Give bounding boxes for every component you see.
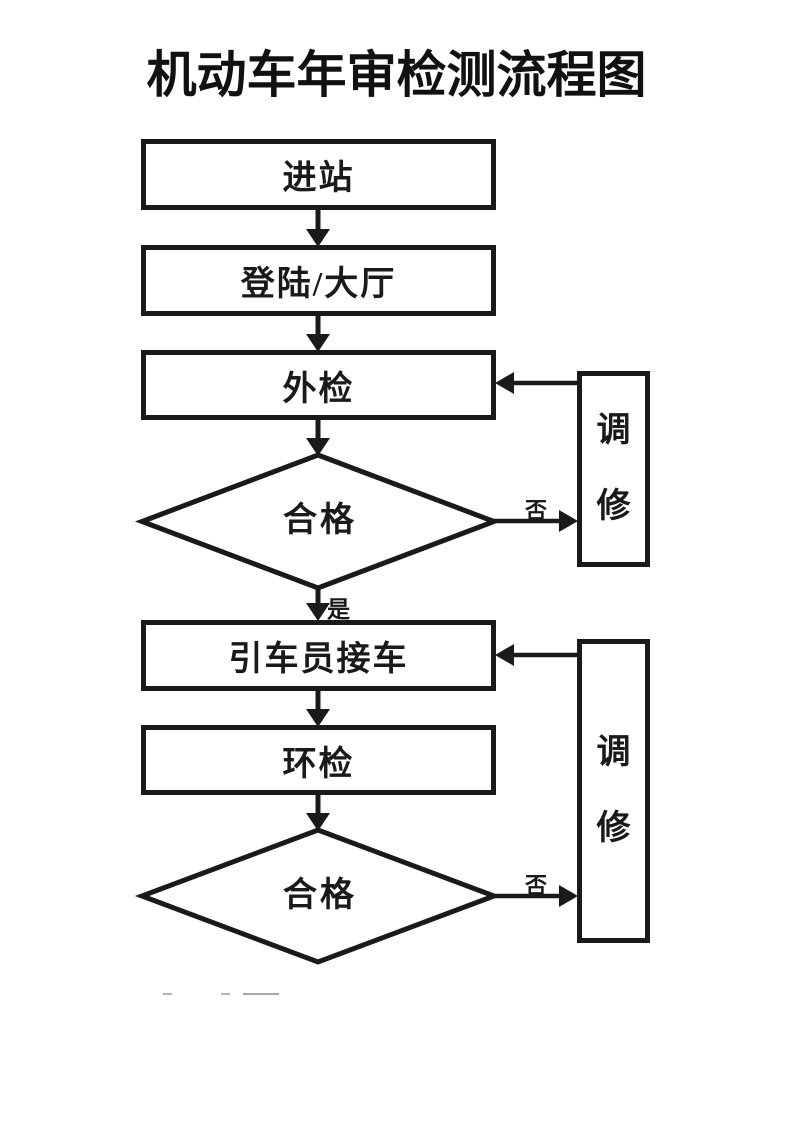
node-driver-pickup-label: 引车员接车 <box>228 641 409 678</box>
arrow-pass1-to-repair1 <box>491 510 578 532</box>
node-environmental-inspection-label: 环检 <box>282 745 355 783</box>
arrow-driver-to-env <box>306 689 330 727</box>
arrow-external-to-pass1 <box>306 418 330 456</box>
edge-label-yes: 是 <box>327 597 350 622</box>
arrow-pass2-to-repair2 <box>491 885 578 907</box>
node-repair-1-char-1: 调 <box>596 412 631 449</box>
arrow-repair2-to-driver <box>495 644 578 666</box>
node-enter-station: 进站 <box>141 139 496 210</box>
scan-artifact <box>243 993 279 995</box>
node-pass-check-1-label: 合格 <box>283 502 357 539</box>
decision-diamond-pass-check-2 <box>134 827 502 965</box>
node-pass-check-2-label: 合格 <box>283 877 357 914</box>
arrow-pass1-to-driver <box>306 586 330 621</box>
edge-label-no-1: 否 <box>525 498 548 523</box>
page-title: 机动车年审检测流程图 <box>146 47 647 103</box>
node-login-hall-label: 登陆/大厅 <box>240 266 397 303</box>
scan-artifact <box>221 993 230 995</box>
node-external-inspection-label: 外检 <box>282 370 355 408</box>
node-repair-2-char-2: 修 <box>596 810 631 847</box>
arrow-enter-to-login <box>306 206 330 247</box>
scan-artifact <box>163 993 172 995</box>
node-repair-2: 调 修 <box>577 639 650 943</box>
node-repair-2-char-1: 调 <box>596 734 631 771</box>
edge-label-no-2: 否 <box>525 873 548 898</box>
node-repair-1-char-2: 修 <box>596 488 631 525</box>
arrow-login-to-external <box>306 312 330 352</box>
arrow-env-to-pass2 <box>306 793 330 831</box>
node-login-hall: 登陆/大厅 <box>141 245 496 316</box>
node-driver-pickup: 引车员接车 <box>141 620 496 691</box>
arrow-repair1-to-external <box>495 372 578 394</box>
node-repair-1: 调 修 <box>577 371 650 567</box>
node-external-inspection: 外检 <box>141 350 496 420</box>
node-enter-station-label: 进站 <box>282 160 355 197</box>
node-environmental-inspection: 环检 <box>141 725 496 795</box>
